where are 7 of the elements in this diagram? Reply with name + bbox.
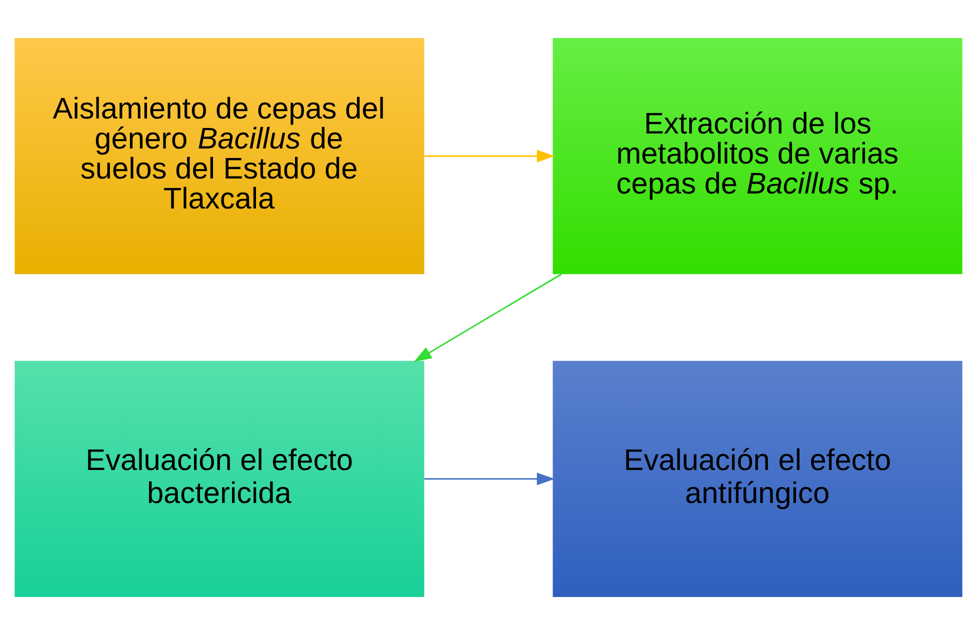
node-box: Evaluación el efecto antifúngico [552, 360, 962, 598]
arrow [414, 274, 562, 362]
arrow [424, 472, 555, 486]
node-box: Evaluación el efecto bactericida [14, 360, 424, 598]
arrow [424, 150, 555, 162]
node-box: Extracción de los metabolitos de varias cepas de Bacillus sp. [552, 38, 962, 274]
node-box: Aislamiento de cepas del género Bacillus de suelos del Estado de Tlaxcala [14, 38, 424, 274]
